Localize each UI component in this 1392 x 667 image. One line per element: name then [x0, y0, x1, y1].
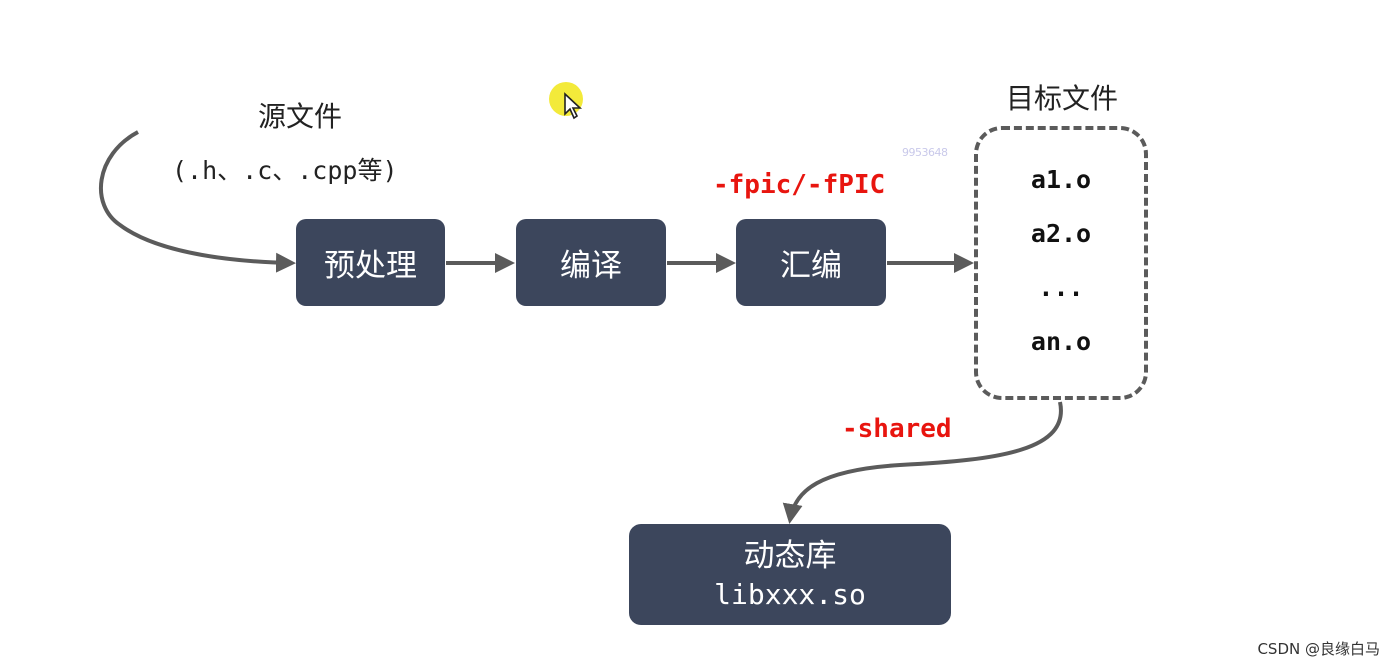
mouse-pointer-icon — [564, 92, 583, 120]
step-assemble: 汇编 — [736, 219, 886, 306]
object-files-box — [974, 126, 1148, 400]
shared-library-filename: libxxx.so — [714, 577, 866, 611]
source-files-title: 源文件 — [258, 100, 343, 133]
credit-watermark: CSDN @良缘白马 — [1257, 640, 1380, 658]
source-file-extensions: (.h、.c、.cpp等) — [172, 156, 398, 185]
object-files-title: 目标文件 — [1006, 82, 1119, 115]
fpic-flag: -fpic/-fPIC — [713, 170, 886, 200]
step-preprocess: 预处理 — [296, 219, 445, 306]
objects-to-library-arrow — [782, 401, 1063, 524]
source-to-preprocess-arrow — [98, 130, 296, 273]
object-file-item: an.o — [1030, 327, 1092, 356]
step-compile: 编译 — [516, 219, 666, 306]
object-file-item: a2.o — [1030, 219, 1092, 248]
watermark-id: 9953648 — [902, 146, 948, 159]
shared-library-title: 动态库 — [743, 537, 837, 574]
object-file-ellipsis: ... — [1038, 273, 1084, 302]
shared-flag: -shared — [842, 414, 952, 444]
object-file-item: a1.o — [1030, 165, 1092, 194]
shared-library-box: 动态库 libxxx.so — [629, 524, 951, 625]
